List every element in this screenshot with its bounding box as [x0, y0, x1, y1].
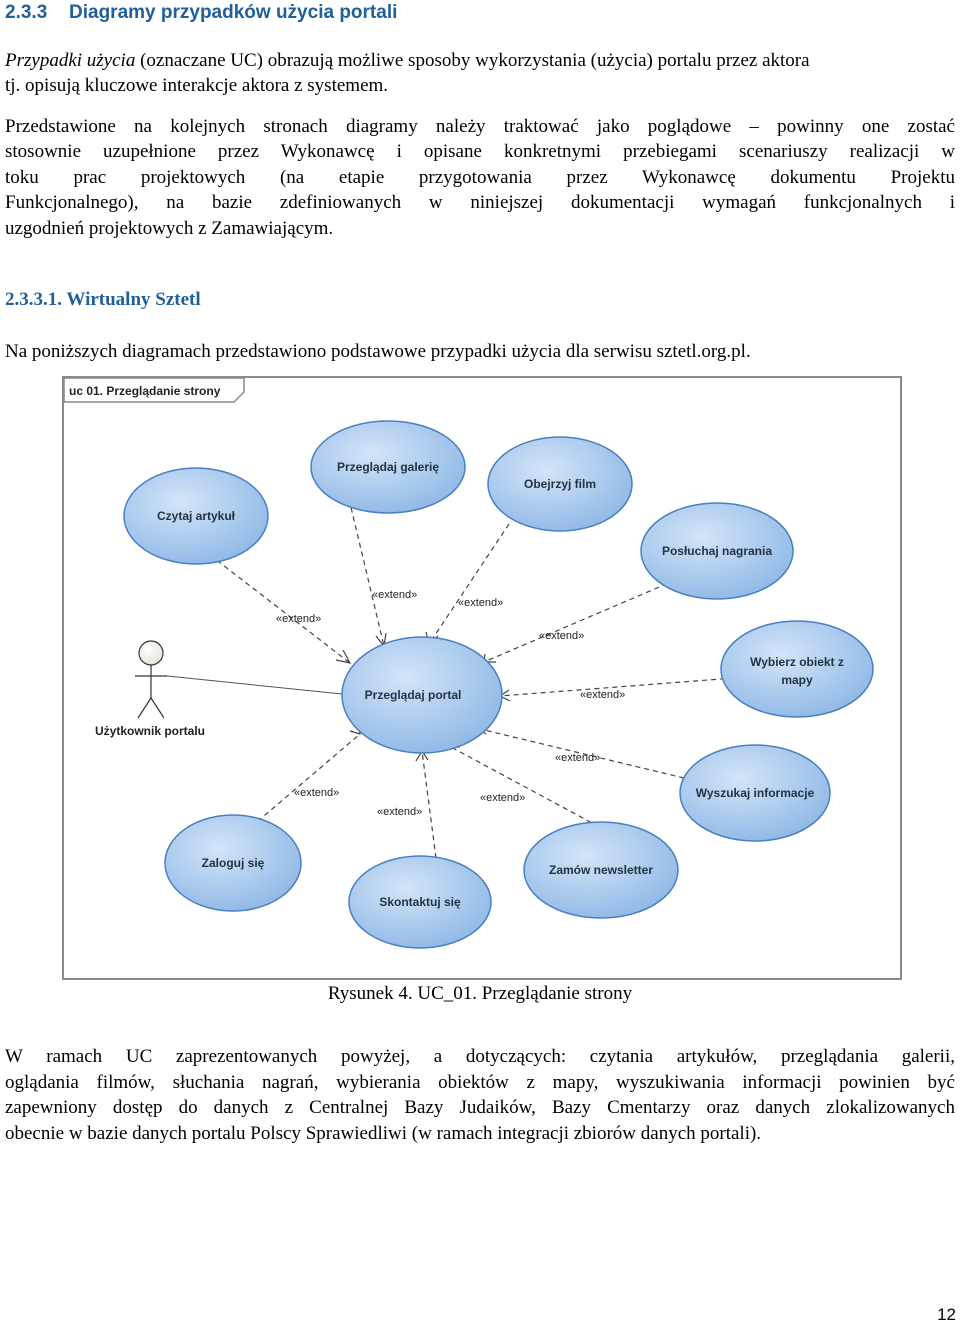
use-case-label-mapa-1: Wybierz obiekt z — [750, 655, 844, 669]
section-number: 2.3.3 — [5, 2, 48, 23]
extend-label: «extend» — [458, 597, 503, 609]
para2-line-3: toku prac projektowych (na etapie przygo… — [5, 167, 955, 188]
extend-label: «extend» — [276, 613, 321, 625]
use-case-diagram: uc 01. Przeglądanie strony — [64, 378, 874, 949]
extend-line-czytaj — [209, 554, 351, 664]
extend-line-film — [428, 523, 510, 645]
intro-italic: Przypadki użycia — [5, 50, 136, 71]
figure-caption: Rysunek 4. UC_01. Przeglądanie strony — [327, 983, 633, 1004]
frame-title-tab — [64, 378, 245, 403]
use-case-obejrzyj-film — [487, 436, 633, 532]
para3-line-4: obecnie w bazie danych portalu Polscy Sp… — [5, 1123, 762, 1144]
para2-line-2: stosownie uzupełnione przez Wykonawcę i … — [5, 141, 955, 162]
use-case-label-kontakt: Skontaktuj się — [379, 895, 461, 909]
use-case-wyszukaj-informacje — [679, 744, 831, 842]
use-case-label-mapa-2: mapy — [781, 673, 813, 687]
extend-label: «extend» — [539, 630, 584, 642]
frame-title: uc 01. Przeglądanie strony — [69, 384, 221, 398]
intro-line-2: tj. opisują kluczowe interakcje aktora z… — [5, 75, 389, 96]
use-case-label-zaloguj: Zaloguj się — [202, 856, 265, 870]
extend-line-kontakt — [421, 750, 437, 859]
para2-line-1: Przedstawione na kolejnych stronach diag… — [5, 116, 955, 137]
extend-line-nagrania — [483, 572, 693, 663]
extend-label: «extend» — [580, 689, 625, 701]
use-case-skontaktuj-sie — [348, 855, 492, 949]
subsection-intro: Na poniższych diagramach przedstawiono p… — [5, 341, 751, 362]
subsection-heading: 2.3.3.1. Wirtualny Sztetl — [5, 289, 201, 310]
para3-line-1: W ramach UC zaprezentowanych powyżej, a … — [5, 1046, 955, 1067]
use-case-przegladaj-portal — [341, 636, 503, 754]
use-case-label-galeria: Przeglądaj galerię — [337, 460, 439, 474]
use-case-zaloguj-sie — [164, 814, 302, 912]
extend-line-galeria — [348, 498, 385, 647]
use-case-wybierz-obiekt — [720, 620, 874, 718]
use-case-label-center: Przeglądaj portal — [365, 688, 462, 702]
extend-label: «extend» — [372, 589, 417, 601]
use-case-label-czytaj: Czytaj artykuł — [157, 509, 236, 523]
use-case-zamow-newsletter — [523, 821, 679, 919]
use-case-label-newsletter: Zamów newsletter — [549, 863, 653, 877]
actor-figure — [135, 640, 167, 719]
association-line — [166, 675, 343, 695]
page-number: 12 — [937, 1305, 956, 1324]
extend-label: «extend» — [480, 792, 525, 804]
use-case-przegladaj-galerie — [310, 420, 466, 514]
extend-line-newsletter — [448, 745, 608, 832]
para3-line-3: zapewniony dostęp do danych z Centralnej… — [5, 1097, 955, 1118]
actor-head — [138, 640, 164, 666]
extend-label: «extend» — [294, 787, 339, 799]
intro-line-1: Przypadki użycia (oznaczane UC) obrazują… — [5, 49, 810, 73]
para2-line-5: uzgodnień projektowych z Zamawiającym. — [5, 218, 334, 239]
use-case-label-wyszukaj: Wyszukaj informacje — [696, 786, 815, 800]
use-case-czytaj-artykul — [123, 467, 269, 565]
extend-line-mapa — [499, 677, 735, 697]
extend-label: «extend» — [377, 806, 422, 818]
para2-line-4: Funkcjonalnego), na bazie zdefiniowanych… — [5, 192, 955, 213]
use-case-posluchaj-nagrania — [640, 502, 794, 600]
section-heading: 2.3.3 Diagramy przypadków użycia portali — [5, 2, 397, 24]
use-case-ellipses — [123, 420, 874, 949]
extend-line-zaloguj — [243, 733, 361, 834]
extend-label: «extend» — [555, 752, 600, 764]
section-title: Diagramy przypadków użycia portali — [69, 2, 398, 23]
para3-line-2: oglądania filmów, słuchania nagrań, wybi… — [5, 1072, 955, 1093]
use-case-label-nagrania: Posłuchaj nagrania — [662, 544, 772, 558]
extend-lines — [209, 498, 735, 859]
actor-label: Użytkownik portalu — [95, 724, 205, 738]
use-case-label-film: Obejrzyj film — [524, 477, 596, 491]
intro-rest: (oznaczane UC) obrazują możliwe sposoby … — [135, 50, 810, 71]
uml-diagram-frame: uc 01. Przeglądanie strony — [62, 376, 902, 980]
